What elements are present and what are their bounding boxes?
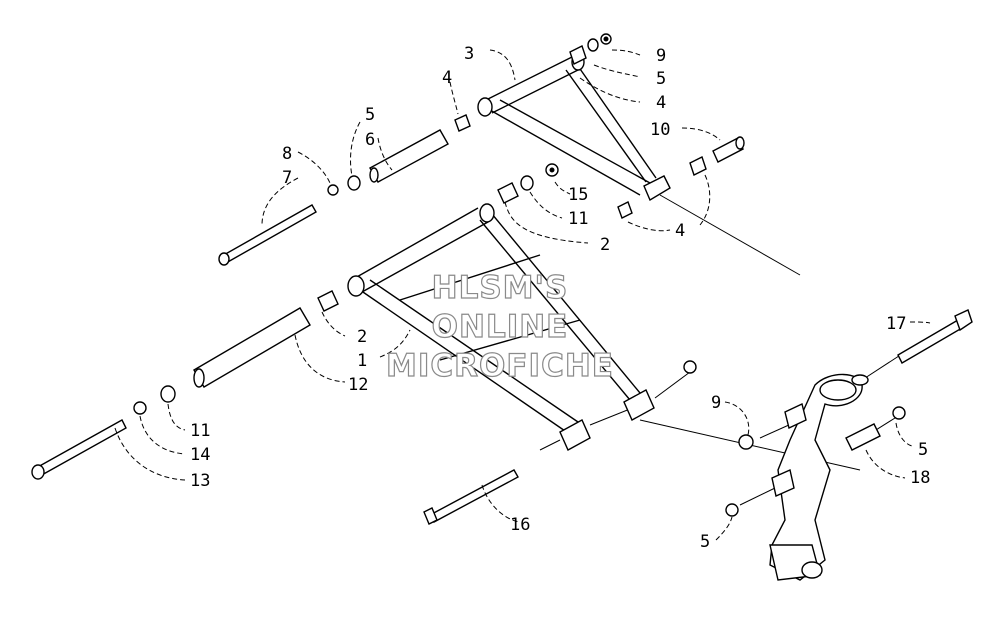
callout-9: 9 [711,393,721,413]
callout-15: 15 [568,185,588,205]
callout-1: 1 [357,351,367,371]
upper-hardware [218,33,745,266]
callout-6: 6 [365,130,375,150]
callout-14: 14 [190,445,210,465]
watermark-line-2: ONLINE [432,309,569,345]
callout-11: 11 [568,209,588,229]
callout-17: 17 [886,314,906,334]
callout-4: 4 [656,93,666,113]
callout-numbers: 3 4 9 5 4 10 5 6 8 7 15 11 2 4 2 1 12 11… [190,44,930,552]
callout-3: 3 [464,44,474,64]
callout-5: 5 [656,69,666,89]
callout-8: 8 [282,144,292,164]
callout-5: 5 [700,532,710,552]
upper-a-arm [477,53,671,202]
callout-5: 5 [365,105,375,125]
callout-18: 18 [910,468,930,488]
leader-lines [114,49,931,541]
callout-2: 2 [600,235,610,255]
callout-5: 5 [918,440,928,460]
callout-7: 7 [282,168,292,188]
callout-12: 12 [348,375,368,395]
lower-hardware [31,163,697,525]
callout-4: 4 [442,68,452,88]
callout-9: 9 [656,46,666,66]
callout-2: 2 [357,327,367,347]
watermark: HLSM'S ONLINE MICROFICHE [385,269,614,384]
callout-16: 16 [510,515,530,535]
watermark-line-3: MICROFICHE [386,348,614,384]
callout-4: 4 [675,221,685,241]
lower-a-arm [347,203,655,451]
callout-11: 11 [190,421,210,441]
watermark-line-1: HLSM'S [432,270,569,306]
callout-10: 10 [650,120,670,140]
callout-13: 13 [190,471,210,491]
spindle-assembly [725,309,973,581]
